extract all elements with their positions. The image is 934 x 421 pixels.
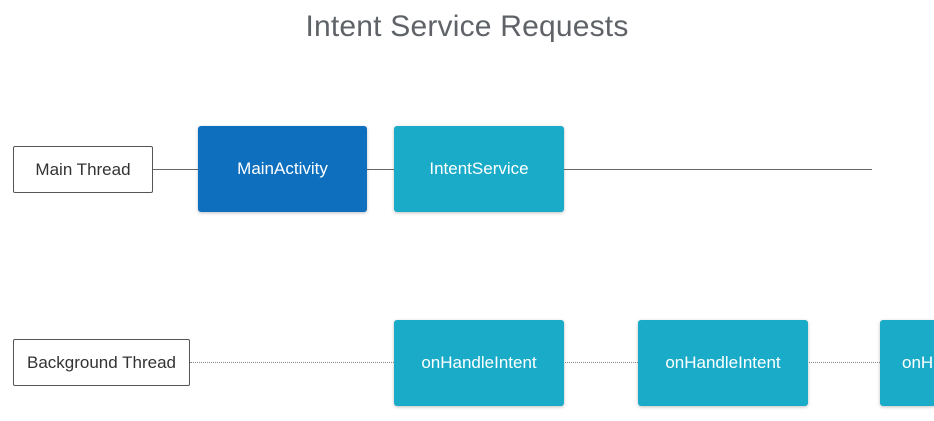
intent-service-block: IntentService (394, 126, 564, 212)
background-thread-label: Background Thread (13, 339, 190, 386)
main-thread-label: Main Thread (13, 146, 153, 193)
on-handle-intent-block: onHandleIntent (394, 320, 564, 406)
main-activity-block: MainActivity (198, 126, 367, 212)
on-handle-intent-block-partial: onH (880, 320, 934, 406)
on-handle-intent-block: onHandleIntent (638, 320, 808, 406)
diagram-title: Intent Service Requests (305, 10, 629, 43)
